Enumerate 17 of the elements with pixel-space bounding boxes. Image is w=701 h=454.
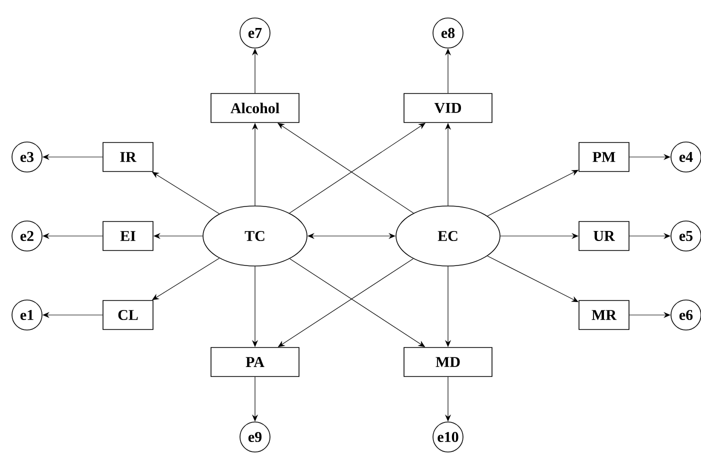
variable-box: MD [404,347,492,377]
oval-node: e3 [12,142,42,172]
variable-box: EI [102,221,154,251]
variable-box: PA [210,347,300,377]
oval-node: e2 [12,220,42,252]
oval-node: e8 [432,18,464,48]
variable-box: UR [578,221,630,251]
variable-box: PM [578,142,630,172]
variable-box: IR [102,142,154,172]
variable-box: VID [404,93,492,123]
oval-node: e7 [240,18,270,48]
variable-box: MR [578,300,630,330]
oval-node: e1 [12,300,42,330]
variable-box: Alcohol [210,93,300,123]
oval-node: e10 [432,422,464,452]
oval-node: e9 [240,422,270,452]
variable-box: CL [102,300,154,330]
